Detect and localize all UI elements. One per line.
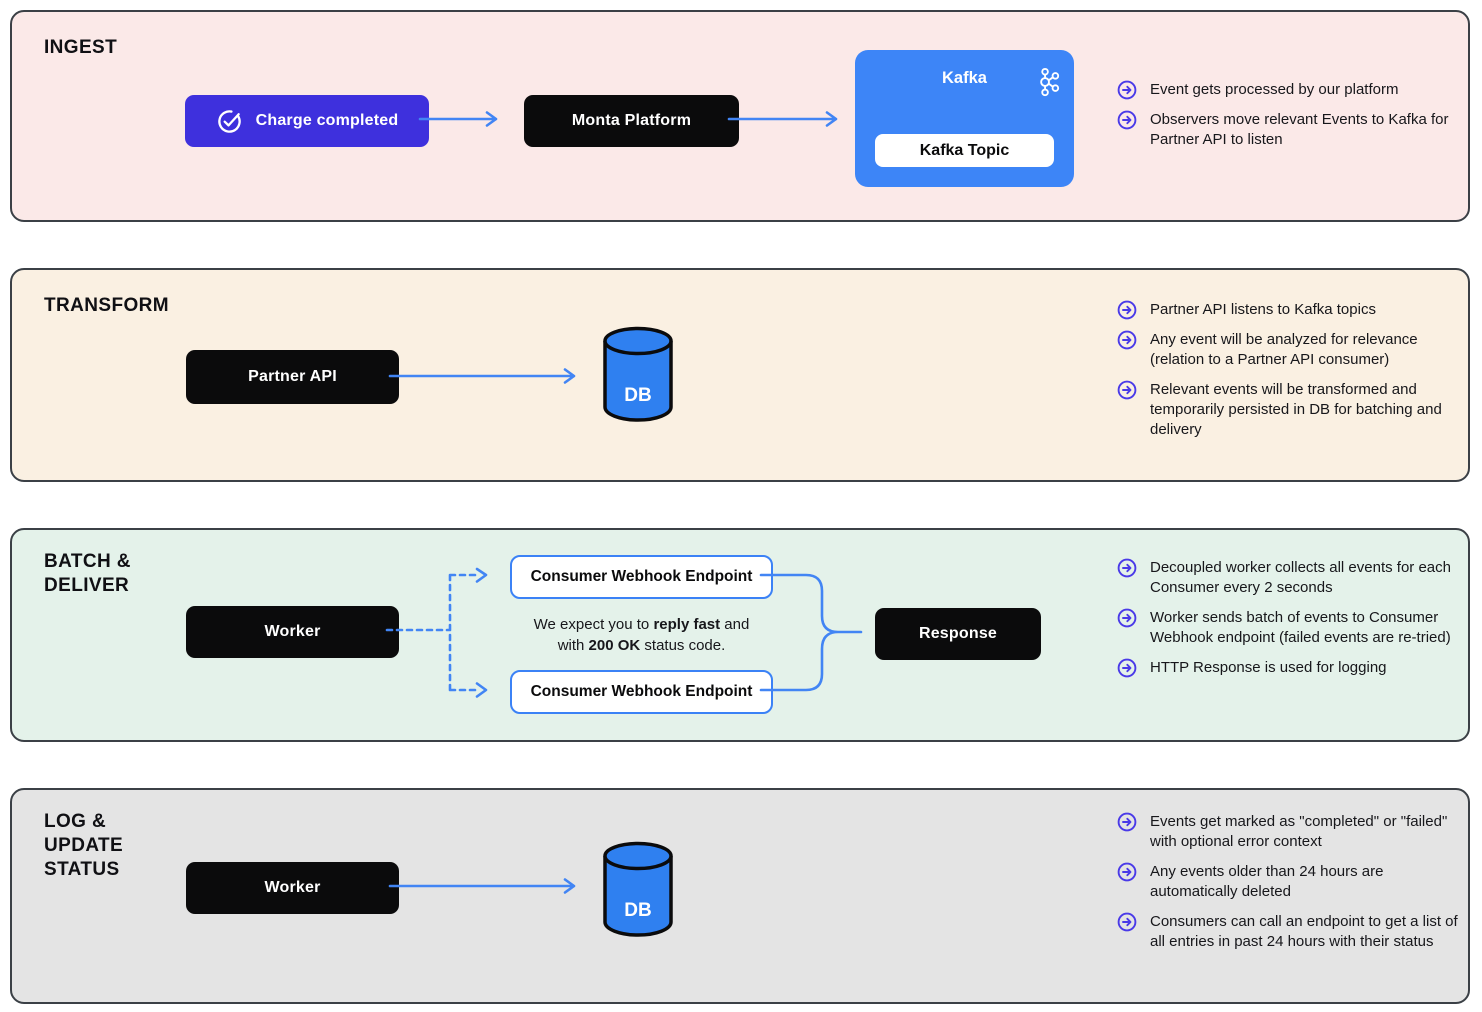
db-node-log: DB [600, 840, 676, 940]
partner-api-label: Partner API [248, 368, 337, 385]
bullet-text: Events get marked as "completed" or "fai… [1150, 813, 1448, 850]
worker-node-batch: Worker [186, 606, 399, 658]
check-circle-icon [217, 109, 241, 133]
database-cylinder-icon [600, 325, 676, 425]
monta-platform-label: Monta Platform [571, 112, 692, 129]
arrow-right-circle-icon [1117, 380, 1137, 400]
kafka-topic-node: Kafka Topic [875, 134, 1054, 167]
section-title-batch: BATCH & DELIVER [44, 551, 131, 596]
bullet-text: Any event will be analyzed for relevance… [1150, 331, 1418, 368]
db-node-transform: DB [600, 325, 676, 425]
arrow-right-circle-icon [1117, 558, 1137, 578]
bullet-item: Any events older than 24 hours are autom… [1117, 862, 1469, 902]
bullet-item: Relevant events will be transformed and … [1117, 380, 1469, 440]
charge-completed-label: Charge completed [255, 112, 399, 129]
bullet-item: Consumers can call an endpoint to get a … [1117, 912, 1469, 952]
bullet-item: Partner API listens to Kafka topics [1117, 300, 1469, 320]
bullet-text: Relevant events will be transformed and … [1150, 381, 1442, 438]
endpoint-label: Consumer Webhook Endpoint [530, 683, 753, 700]
bullet-text: Worker sends batch of events to Consumer… [1150, 609, 1451, 646]
webhook-note-line: with 200 OK status code. [557, 637, 726, 654]
response-label: Response [918, 625, 998, 642]
transform-bullets: Partner API listens to Kafka topics Any … [1117, 300, 1469, 440]
bullet-text: Any events older than 24 hours are autom… [1150, 863, 1384, 900]
response-node: Response [875, 608, 1041, 660]
section-title-log: LOG & UPDATE STATUS [44, 811, 124, 880]
kafka-label: Kafka [942, 69, 987, 87]
section-title-ingest: INGEST [44, 37, 118, 58]
section-log-update-status: LOG & UPDATE STATUS Worker DB Events get… [10, 788, 1470, 1004]
bullet-item: Any event will be analyzed for relevance… [1117, 330, 1469, 370]
kafka-node: Kafka Kafka Topic [855, 50, 1074, 187]
bullet-text: Decoupled worker collects all events for… [1150, 559, 1451, 596]
section-transform: TRANSFORM Partner API DB Partner API lis… [10, 268, 1470, 482]
worker-node-log: Worker [186, 862, 399, 914]
section-batch-deliver: BATCH & DELIVER Worker Consumer Webhook … [10, 528, 1470, 742]
endpoint-label: Consumer Webhook Endpoint [530, 568, 753, 585]
bullet-text: HTTP Response is used for logging [1150, 659, 1387, 676]
ingest-bullets: Event gets processed by our platform Obs… [1117, 80, 1469, 150]
bullet-text: Event gets processed by our platform [1150, 81, 1399, 98]
bullet-item: HTTP Response is used for logging [1117, 658, 1469, 678]
section-ingest: INGEST Charge completed Monta Platform K… [10, 10, 1470, 222]
webhook-note: We expect you to reply fast and with 200… [500, 614, 783, 656]
arrow-right-circle-icon [1117, 80, 1137, 100]
batch-bullets: Decoupled worker collects all events for… [1117, 558, 1469, 678]
db-label: DB [624, 385, 652, 406]
arrow-right-circle-icon [1117, 110, 1137, 130]
bullet-text: Partner API listens to Kafka topics [1150, 301, 1376, 318]
db-label: DB [624, 900, 652, 921]
arrow-right-circle-icon [1117, 812, 1137, 832]
section-title-transform: TRANSFORM [44, 295, 169, 316]
bullet-item: Decoupled worker collects all events for… [1117, 558, 1469, 598]
bullet-text: Observers move relevant Events to Kafka … [1150, 111, 1449, 148]
bullet-item: Event gets processed by our platform [1117, 80, 1469, 100]
bullet-item: Observers move relevant Events to Kafka … [1117, 110, 1469, 150]
partner-api-node: Partner API [186, 350, 399, 404]
kafka-icon [1040, 67, 1060, 97]
consumer-webhook-endpoint-top: Consumer Webhook Endpoint [510, 555, 773, 599]
arrow-right-circle-icon [1117, 658, 1137, 678]
bullet-text: Consumers can call an endpoint to get a … [1150, 913, 1458, 950]
kafka-topic-label: Kafka Topic [919, 141, 1010, 159]
arrow-right-circle-icon [1117, 912, 1137, 932]
charge-completed-node: Charge completed [185, 95, 429, 147]
arrow-right-circle-icon [1117, 330, 1137, 350]
worker-label: Worker [264, 623, 321, 640]
bullet-item: Worker sends batch of events to Consumer… [1117, 608, 1469, 648]
monta-platform-node: Monta Platform [524, 95, 739, 147]
database-cylinder-icon [600, 840, 676, 940]
worker-label: Worker [264, 879, 321, 896]
bullet-item: Events get marked as "completed" or "fai… [1117, 812, 1469, 852]
webhook-note-line: We expect you to reply fast and [533, 616, 750, 633]
log-bullets: Events get marked as "completed" or "fai… [1117, 812, 1469, 952]
consumer-webhook-endpoint-bottom: Consumer Webhook Endpoint [510, 670, 773, 714]
arrow-right-circle-icon [1117, 862, 1137, 882]
arrow-right-circle-icon [1117, 608, 1137, 628]
arrow-right-circle-icon [1117, 300, 1137, 320]
